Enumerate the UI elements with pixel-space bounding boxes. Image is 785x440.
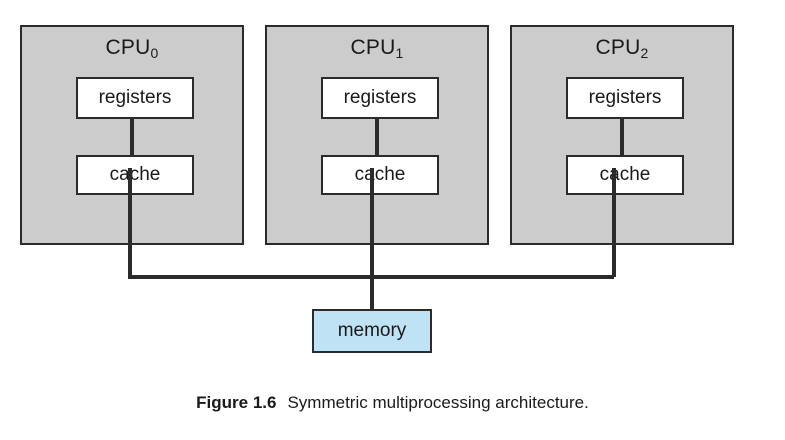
cpu-box-0: CPU0 registers cache xyxy=(20,25,244,245)
registers-cache-connector-0 xyxy=(130,119,134,155)
registers-label-1: registers xyxy=(343,87,417,108)
cpu-label-2: CPU2 xyxy=(512,36,732,61)
figure-caption-text: Symmetric multiprocessing architecture. xyxy=(287,393,589,412)
cache-label-0: cache xyxy=(109,164,161,185)
cpu-label-subscript-1: 1 xyxy=(395,45,404,61)
cache-box-0: cache xyxy=(76,155,194,195)
registers-box-0: registers xyxy=(76,77,194,119)
cpu-box-1: CPU1 registers cache xyxy=(265,25,489,245)
cpu-label-0: CPU0 xyxy=(22,36,242,61)
cpu-label-base-0: CPU xyxy=(105,36,151,59)
cpu-label-subscript-0: 0 xyxy=(150,45,159,61)
figure-number: Figure 1.6 xyxy=(196,393,277,412)
cache-label-2: cache xyxy=(599,164,651,185)
cpu-box-2: CPU2 registers cache xyxy=(510,25,734,245)
registers-cache-connector-1 xyxy=(375,119,379,155)
cpu-label-subscript-2: 2 xyxy=(640,45,649,61)
registers-label-0: registers xyxy=(98,87,172,108)
registers-label-2: registers xyxy=(588,87,662,108)
memory-box: memory xyxy=(312,309,432,353)
cpu-label-1: CPU1 xyxy=(267,36,487,61)
cpu-label-base-1: CPU xyxy=(350,36,396,59)
cpu-label-base-2: CPU xyxy=(595,36,641,59)
figure-caption: Figure 1.6 Symmetric multiprocessing arch… xyxy=(0,392,785,414)
registers-box-2: registers xyxy=(566,77,684,119)
cache-box-1: cache xyxy=(321,155,439,195)
registers-cache-connector-2 xyxy=(620,119,624,155)
cache-label-1: cache xyxy=(354,164,406,185)
diagram-canvas: CPU0 registers cache CPU1 registers cach… xyxy=(20,25,734,353)
registers-box-1: registers xyxy=(321,77,439,119)
cache-box-2: cache xyxy=(566,155,684,195)
memory-label: memory xyxy=(337,320,407,341)
